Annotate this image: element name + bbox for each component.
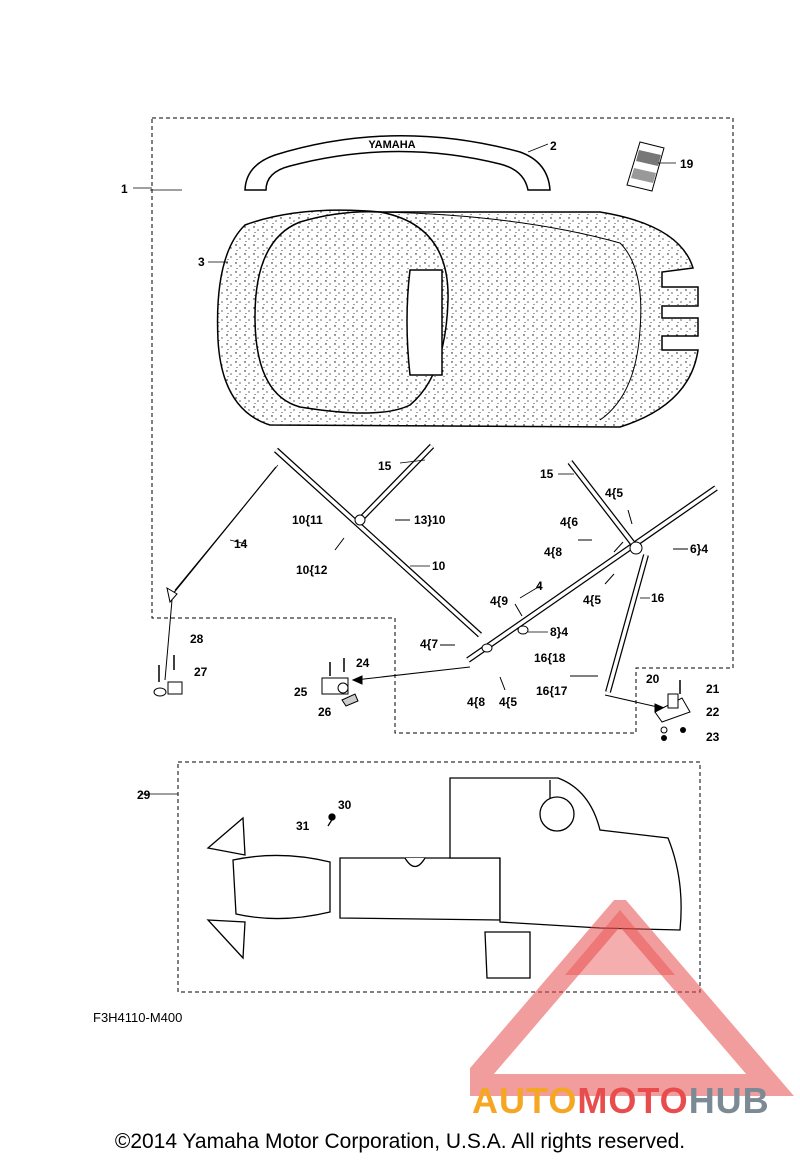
frame-tube-upper-front [354, 443, 435, 526]
callout-4-7: 4{7 [420, 637, 438, 651]
callout-28: 28 [190, 632, 204, 646]
callout-16-18: 16{18 [534, 651, 566, 665]
bimini-canopy [216, 209, 699, 428]
frame-tube-support [605, 554, 649, 693]
callout-25: 25 [294, 685, 308, 699]
strap-bracket [153, 655, 183, 697]
callout-4-5-b: 4{5 [583, 593, 601, 607]
group-boundary-29 [177, 761, 701, 993]
callout-4: 4 [536, 579, 543, 593]
frame-tube-main [466, 485, 718, 663]
callout-4-8-a: 4{8 [544, 545, 562, 559]
fasteners [334, 509, 688, 691]
callout-13-10: 13}10 [414, 513, 446, 527]
callout-16-17: 16{17 [536, 684, 568, 698]
callout-27: 27 [194, 665, 208, 679]
yamaha-logo-text: YAMAHA [368, 139, 415, 151]
callout-26: 26 [318, 705, 332, 719]
frame-tube-upper-rear [567, 460, 643, 555]
callout-15-b: 15 [540, 467, 554, 481]
callout-8-4: 8}4 [550, 625, 568, 639]
callout-4-5-a: 4{5 [605, 486, 623, 500]
watermark-hub: HUB [688, 1080, 770, 1121]
tether-strap [164, 464, 279, 681]
copyright-notice: ©2014 Yamaha Motor Corporation, U.S.A. A… [114, 1130, 686, 1153]
mat-set [206, 777, 682, 979]
callout-1: 1 [121, 182, 128, 196]
callout-15-a: 15 [378, 459, 392, 473]
callout-4-8-b: 4{8 [467, 695, 485, 709]
callout-31: 31 [296, 819, 310, 833]
group-boundary-1 [151, 117, 734, 734]
callout-24: 24 [356, 656, 370, 670]
callout-14: 14 [234, 537, 248, 551]
callout-29: 29 [137, 788, 151, 802]
callout-4-5-c: 4{5 [499, 695, 517, 709]
decal-label [626, 141, 665, 192]
leader-lines [133, 143, 676, 795]
watermark-moto: MOTO [577, 1080, 689, 1121]
watermark-logo [470, 900, 794, 1096]
callout-4-9: 4{9 [490, 594, 508, 608]
diagram-code: F3H4110-M400 [93, 1010, 183, 1025]
callout-3: 3 [198, 255, 205, 269]
rear-bracket [654, 680, 691, 741]
callout-23: 23 [706, 730, 720, 744]
assembly-arrows [351, 666, 666, 713]
frame-tube-front [273, 447, 483, 638]
callout-10-11: 10{11 [292, 513, 323, 527]
callout-19: 19 [680, 157, 694, 171]
front-bracket [321, 658, 359, 707]
backrest-cushion: YAMAHA [244, 135, 551, 191]
callout-6-4: 6}4 [690, 542, 708, 556]
callout-22: 22 [706, 705, 720, 719]
callout-16: 16 [651, 591, 665, 605]
callout-labels: 1 2 3 4 4{5 4{5 4{5 4{6 4{7 4{8 4{8 4{9 … [121, 139, 720, 833]
callout-10: 10 [432, 559, 446, 573]
watermark-text: AUTOMOTOHUB [472, 1080, 770, 1122]
callout-20: 20 [646, 672, 660, 686]
callout-4-6: 4{6 [560, 515, 578, 529]
callout-30: 30 [338, 798, 352, 812]
callout-2: 2 [550, 139, 557, 153]
callout-21: 21 [706, 682, 720, 696]
callout-10-12: 10{12 [296, 563, 328, 577]
watermark-auto: AUTO [472, 1080, 578, 1121]
